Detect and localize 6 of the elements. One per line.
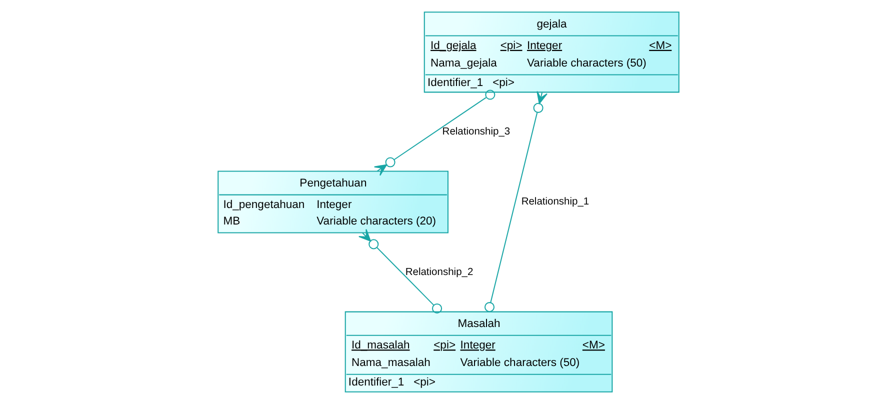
connector: [373, 90, 495, 176]
edge-label: Relationship_1: [520, 196, 589, 208]
connector: [358, 228, 442, 314]
connector: [484, 90, 547, 312]
edge-label: Relationship_3: [442, 126, 510, 138]
edge-label: Relationship_2: [404, 266, 473, 278]
